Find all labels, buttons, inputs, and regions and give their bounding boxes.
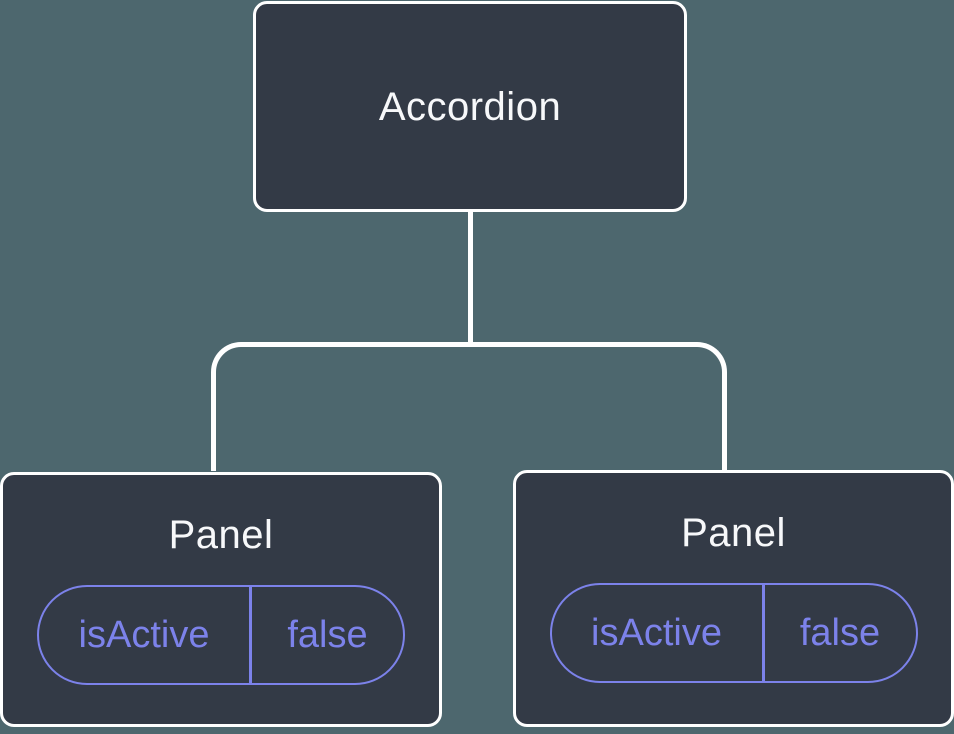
node-panel-1: Panel isActive false [0, 472, 442, 727]
node-panel-1-label: Panel [168, 513, 274, 557]
state-key-label: isActive [39, 587, 252, 683]
state-pill-panel-1: isActive false [37, 585, 405, 685]
state-key-label: isActive [552, 585, 765, 681]
state-pill-panel-2: isActive false [549, 583, 918, 683]
state-value-label: false [287, 613, 368, 656]
connector-branch-lines [211, 342, 727, 471]
node-accordion-label: Accordion [378, 84, 562, 129]
connector-root-stem [468, 212, 473, 347]
node-panel-2: Panel isActive false [513, 470, 954, 727]
state-value-label: false [799, 611, 881, 654]
node-panel-2-label: Panel [681, 511, 786, 555]
node-accordion: Accordion [253, 1, 687, 212]
